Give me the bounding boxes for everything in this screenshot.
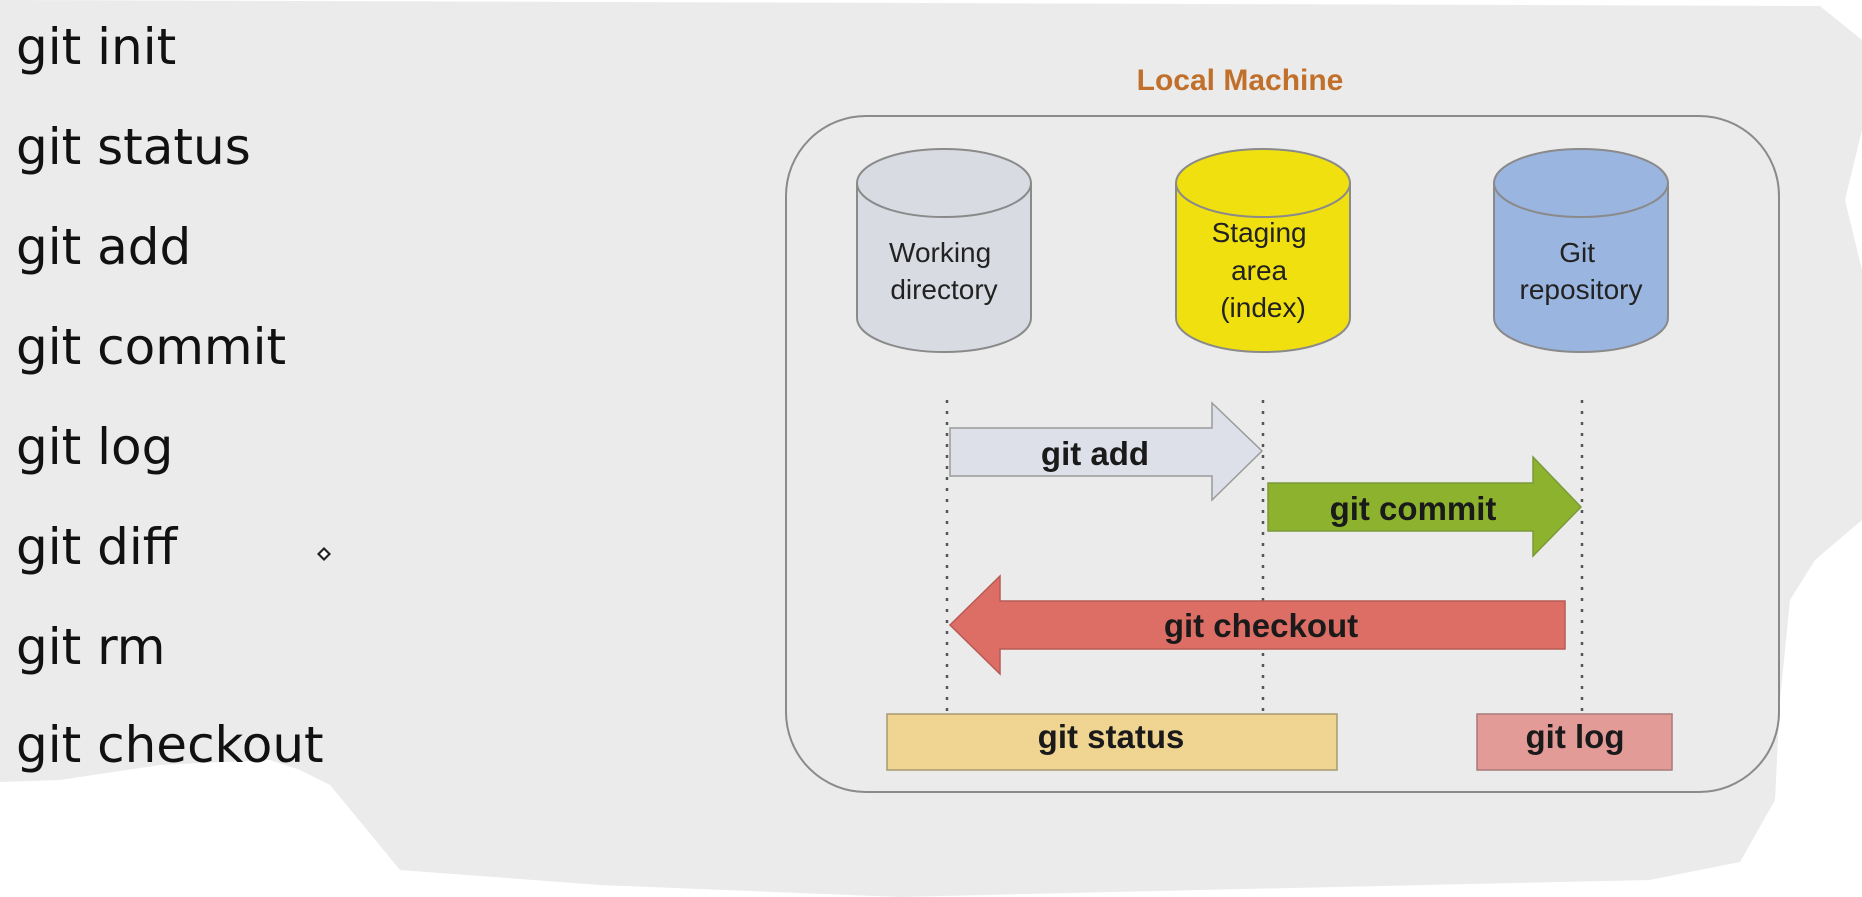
- git-commit-arrow-label: git commit: [1330, 490, 1497, 527]
- git-add-arrow: git add: [949, 401, 1264, 502]
- staging-area-cylinder: Staging area (index): [1175, 148, 1351, 353]
- git-checkout-arrow: git checkout: [948, 574, 1566, 676]
- command-git-status: git status: [16, 118, 251, 176]
- local-machine-container: [785, 115, 1780, 793]
- git-status-bar: git status: [886, 713, 1338, 771]
- git-commit-arrow: git commit: [1267, 455, 1583, 558]
- repo-label-line1: Git: [1559, 237, 1595, 268]
- git-add-arrow-label: git add: [1041, 435, 1149, 472]
- command-git-log: git log: [16, 418, 174, 476]
- command-git-checkout: git checkout: [16, 716, 324, 774]
- staging-label-line1: Staging: [1212, 217, 1307, 248]
- command-git-commit: git commit: [16, 318, 287, 376]
- git-log-bar: git log: [1476, 713, 1673, 771]
- working-label-line2: directory: [890, 274, 997, 305]
- working-directory-cylinder: Working directory: [856, 148, 1032, 353]
- git-repository-cylinder: Git repository: [1493, 148, 1669, 353]
- command-git-init: git init: [16, 18, 177, 76]
- mouse-cursor-icon: [317, 547, 331, 561]
- command-git-add: git add: [16, 218, 192, 276]
- svg-text:Git repository: Git repository: [1520, 237, 1643, 305]
- git-checkout-arrow-label: git checkout: [1164, 607, 1358, 644]
- svg-text:Staging area (inde: Staging area (index): [1212, 217, 1315, 323]
- working-label-line1: Working: [889, 237, 991, 268]
- git-status-bar-label: git status: [1038, 718, 1185, 755]
- staging-label-line3: (index): [1220, 292, 1306, 323]
- repo-label-line2: repository: [1520, 274, 1643, 305]
- staging-label-line2: area: [1231, 255, 1287, 286]
- git-log-bar-label: git log: [1526, 718, 1625, 755]
- command-git-rm: git rm: [16, 618, 166, 676]
- local-machine-title: Local Machine: [1137, 64, 1344, 97]
- svg-text:Working directory: Working directory: [889, 237, 999, 305]
- command-git-diff: git diff: [16, 518, 178, 576]
